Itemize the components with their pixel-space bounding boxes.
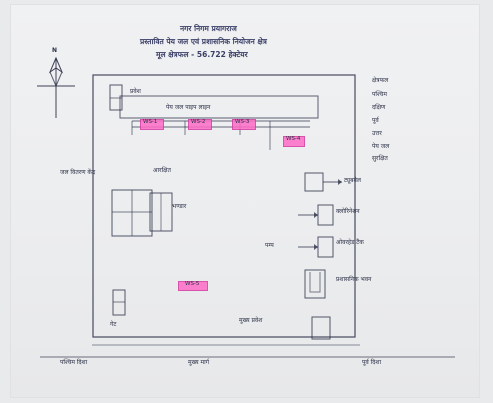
legend-l3: दक्षिण (372, 104, 386, 111)
highlight-ws-5-label: WS-5 (185, 281, 200, 287)
north-label: N (52, 47, 58, 54)
legend-l2: पश्चिम (372, 91, 387, 98)
label-right-1: ट्यूबवेल (344, 177, 361, 184)
legend-l7: सुरक्षित (372, 155, 388, 162)
paper (10, 4, 480, 398)
label-left-mid2: आरक्षित (153, 167, 171, 174)
label-main-strip: पेय जल पाइप लाइन (166, 104, 211, 111)
label-right-4: ओवरहेड टैंक (336, 239, 364, 246)
footer-mid: मुख्य मार्ग (188, 359, 210, 366)
highlight-ws-3-label: WS-3 (235, 119, 250, 125)
legend-l4: पूर्व (372, 117, 379, 124)
label-right-3: पम्प (265, 242, 274, 249)
label-bottom-left: गेट (110, 321, 117, 328)
header-line-2: प्रस्तावित पेय जल एवं प्रशासनिक नियोजन क… (140, 37, 267, 46)
highlight-ws-1-label: WS-1 (143, 119, 158, 125)
label-bottom-right: मुख्य प्रवेश (239, 317, 263, 324)
highlight-ws-3 (232, 119, 256, 130)
highlight-ws-4 (283, 136, 305, 147)
highlight-ws-4-label: WS-4 (286, 136, 301, 142)
highlight-ws-1 (140, 119, 164, 130)
highlight-ws-2-label: WS-2 (191, 119, 206, 125)
label-left-mid: जल वितरण केंद्र (60, 169, 96, 176)
legend-l5: उत्तर (372, 130, 382, 137)
header-line-3: मूल क्षेत्रफल - 56.722 हेक्टेयर (156, 50, 248, 59)
label-top-box: प्रवेश (130, 88, 141, 95)
footer-right: पूर्व दिशा (362, 359, 382, 366)
footer-left: पश्चिम दिशा (60, 359, 88, 366)
label-right-5: प्रशासनिक भवन (336, 276, 372, 283)
label-left-sub: भण्डार (172, 203, 187, 210)
highlight-ws-2 (188, 119, 212, 130)
highlight-ws-5 (178, 281, 208, 291)
header-line-1: नगर निगम प्रयागराज (180, 24, 237, 33)
legend-l6: पेय जल (372, 143, 390, 150)
legend-l1: क्षेत्रफल (372, 77, 389, 84)
label-right-2: क्लोरिनेशन (336, 208, 360, 215)
